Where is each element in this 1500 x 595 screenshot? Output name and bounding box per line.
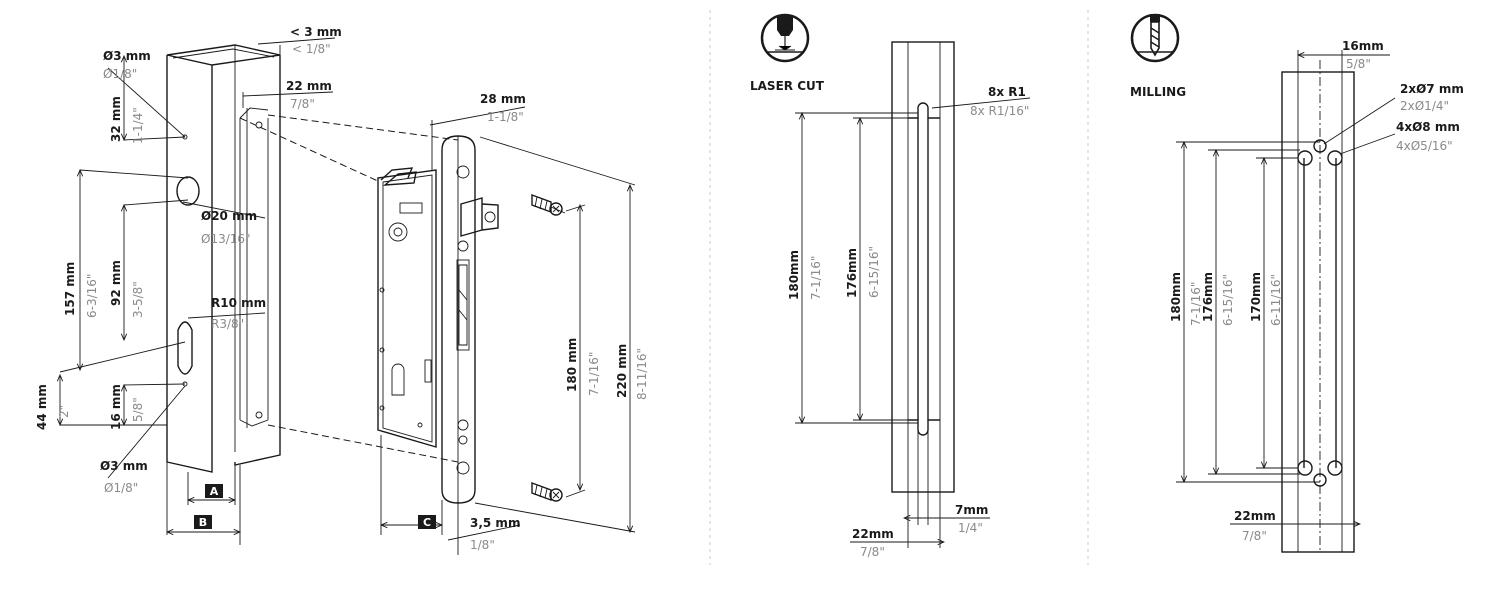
dim-92-imperial: 3-5/8"	[131, 281, 145, 318]
dim-28-imperial: 1-1/8"	[487, 110, 524, 124]
dim-d3-top-imperial: Ø1/8"	[103, 67, 137, 81]
spindle-square	[460, 197, 483, 237]
tube-front-face	[166, 55, 213, 473]
dim-r10-metric: R10 mm	[211, 296, 266, 310]
tube-inner-edge	[172, 48, 275, 59]
dim-92-metric: 92 mm	[109, 260, 123, 306]
dim-157-imperial: 6-3/16"	[85, 274, 99, 318]
screw-bottom-icon	[531, 481, 563, 502]
dim-220-metric: 220 mm	[615, 344, 629, 398]
mill-dim-176-metric: 176mm	[1201, 272, 1215, 322]
dim-3-5-metric: 3,5 mm	[470, 516, 520, 530]
milling-drill-icon	[1130, 13, 1180, 63]
laser-cut-drawing: LASER CUT 8x R1 8x R1/16" 7mm 1/4" 22mm …	[750, 13, 1031, 559]
laser-notch-top	[908, 102, 940, 119]
lock-case	[377, 169, 437, 448]
mill-dim-176-imperial: 6-15/16"	[1221, 274, 1235, 326]
dim-d3-bottom-metric: Ø3 mm	[100, 459, 148, 473]
laser-dim-180-metric: 180mm	[787, 250, 801, 300]
milling-profile	[1281, 71, 1355, 553]
laser-cut-title: LASER CUT	[750, 79, 825, 93]
mill-dim-16-metric: 16mm	[1342, 39, 1384, 53]
mill-hole-top-right	[1327, 150, 1343, 166]
dim-16-metric: 16 mm	[109, 384, 123, 430]
left-dimension-lines	[60, 37, 636, 555]
mill-dim-22-imperial: 7/8"	[1242, 529, 1267, 543]
dim-28-metric: 28 mm	[480, 92, 526, 106]
laser-dim-22-imperial: 7/8"	[860, 545, 885, 559]
dim-3-5-imperial: 1/8"	[470, 538, 495, 552]
label-box-b	[194, 515, 212, 529]
mill-hole-bottom-left	[1297, 460, 1313, 476]
laser-dim-176-imperial: 6-15/16"	[867, 246, 881, 298]
mill-dim-180-metric: 180mm	[1169, 272, 1183, 322]
latch-opening	[456, 259, 470, 351]
tube-side-face	[234, 55, 281, 466]
dim-wall-metric: < 3 mm	[290, 25, 342, 39]
faceplate-screw-bottom	[456, 461, 470, 475]
dim-wall-imperial: < 1/8"	[292, 42, 331, 56]
slot-hole-r10	[177, 321, 193, 375]
mill-hole-bottom-mid	[1313, 473, 1327, 487]
mill-dim-d7-metric: 2xØ7 mm	[1400, 82, 1464, 96]
dim-d20-imperial: Ø13/16"	[201, 232, 251, 246]
laser-dim-176-metric: 176mm	[845, 248, 859, 298]
label-c: C	[423, 516, 431, 529]
laser-dim-180-imperial: 7-1/16"	[809, 256, 823, 300]
mill-dim-180-imperial: 7-1/16"	[1189, 282, 1203, 326]
laser-profile	[891, 41, 955, 493]
mill-hole-bottom-right	[1327, 460, 1343, 476]
mill-dim-16-imperial: 5/8"	[1346, 57, 1371, 71]
dim-32-metric: 32 mm	[109, 96, 123, 142]
cylinder-cutout	[391, 363, 405, 396]
dim-44-metric: 44 mm	[35, 384, 49, 430]
milling-slot-edges	[1303, 158, 1337, 468]
milling-drawing: MILLING 16mm 5/8" 2xØ7 mm 2xØ1/	[1130, 13, 1464, 553]
laser-dim-22-metric: 22mm	[852, 527, 894, 541]
label-box-c	[418, 515, 436, 529]
label-box-a	[205, 484, 223, 498]
dim-220-imperial: 8-11/16"	[635, 348, 649, 400]
dim-157-metric: 157 mm	[63, 262, 77, 316]
laser-dim-7-metric: 7mm	[955, 503, 988, 517]
laser-dim-r1-metric: 8x R1	[988, 85, 1026, 99]
laser-notch-bottom	[908, 419, 940, 436]
mill-dim-170-metric: 170mm	[1249, 272, 1263, 322]
dim-r10-imperial: R3/8"	[211, 317, 244, 331]
mill-dim-d8-imperial: 4xØ5/16"	[1396, 139, 1453, 153]
laser-cut-icon	[760, 13, 810, 63]
dim-22-metric: 22 mm	[286, 79, 332, 93]
dim-22-imperial: 7/8"	[290, 97, 315, 111]
mill-hole-top-left	[1297, 150, 1313, 166]
follower-hub	[388, 222, 408, 242]
dim-d3-bottom-imperial: Ø1/8"	[104, 481, 138, 495]
label-b: B	[199, 516, 207, 529]
dim-32-imperial: 1-1/4"	[131, 107, 145, 144]
dim-44-imperial: 2"	[57, 405, 71, 418]
dim-d3-top-metric: Ø3 mm	[103, 49, 151, 63]
mill-dim-170-imperial: 6-11/16"	[1269, 274, 1283, 326]
milling-title: MILLING	[1130, 85, 1186, 99]
laser-dim-7-imperial: 1/4"	[958, 521, 983, 535]
dim-16-imperial: 5/8"	[131, 397, 145, 422]
screw-top-icon	[531, 193, 566, 216]
cylinder-hole-20mm	[176, 176, 200, 206]
mill-hole-top-mid	[1313, 139, 1327, 153]
laser-dim-r1-imperial: 8x R1/16"	[970, 104, 1029, 118]
label-a: A	[210, 485, 219, 498]
dim-d20-metric: Ø20 mm	[201, 209, 257, 223]
left-profile-drawing: A B C < 3 mm < 1/8" 22 mm 7/8" Ø3 mm Ø1/…	[35, 25, 649, 555]
mill-dim-d7-imperial: 2xØ1/4"	[1400, 99, 1449, 113]
mill-dim-d8-metric: 4xØ8 mm	[1396, 120, 1460, 134]
dim-180-imperial: 7-1/16"	[587, 352, 601, 396]
faceplate-screw-top	[456, 165, 470, 179]
dim-180-metric: 180 mm	[565, 338, 579, 392]
lock-faceplate	[441, 135, 476, 504]
mill-dim-22-metric: 22mm	[1234, 509, 1276, 523]
